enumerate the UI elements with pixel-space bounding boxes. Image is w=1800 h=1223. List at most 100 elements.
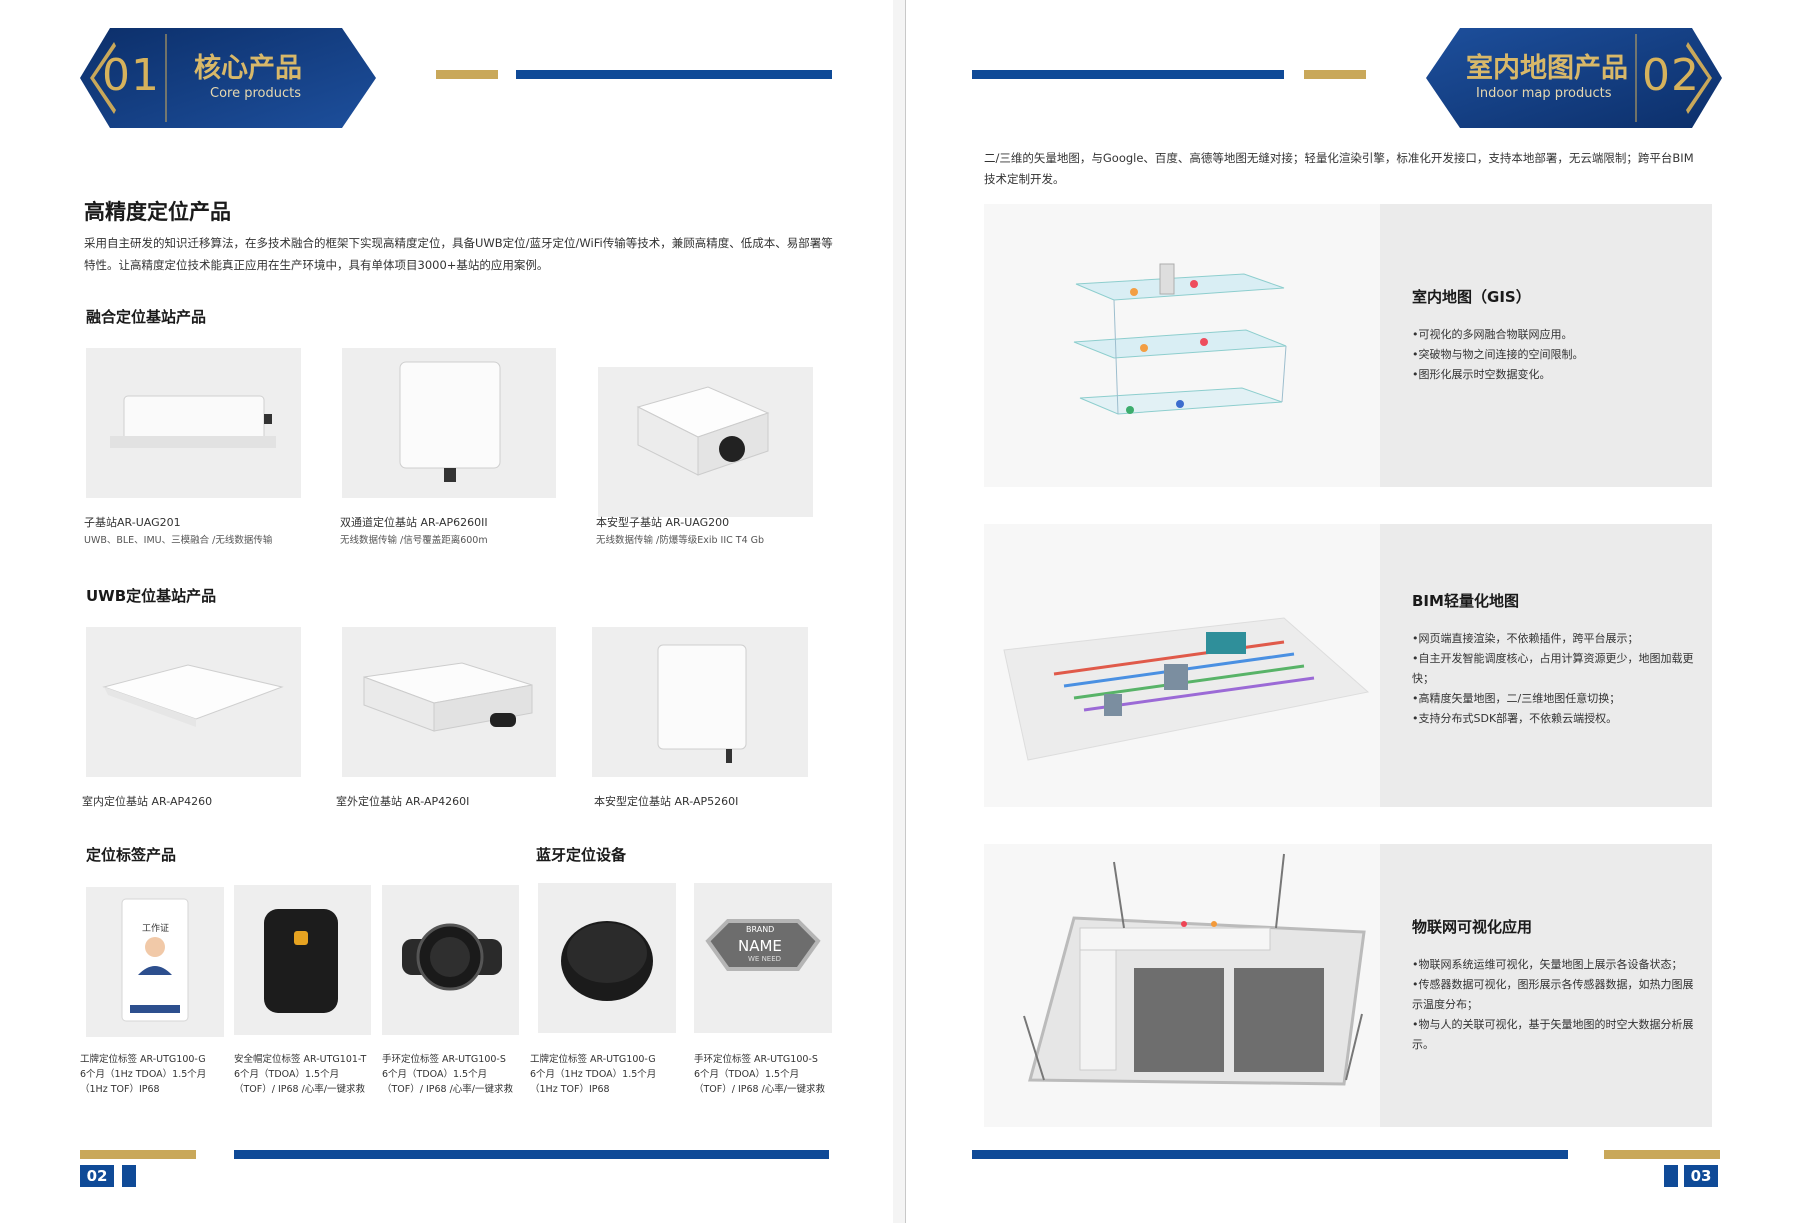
- product-image-ap4260: [86, 627, 301, 777]
- brand-plate-sub: WE NEED: [748, 955, 782, 963]
- badge-card-title: 工作证: [142, 924, 170, 934]
- panel-bullets: •可视化的多网融合物联网应用。 •突破物与物之间连接的空间限制。 •图形化展示时…: [1412, 325, 1702, 385]
- panel-text: 物联网可视化应用 •物联网系统运维可视化，矢量地图上展示各设备状态； •传感器数…: [1412, 916, 1702, 1055]
- panel-bullets: •物联网系统运维可视化，矢量地图上展示各设备状态； •传感器数据可视化，图形展示…: [1412, 955, 1702, 1055]
- blue-bar: [972, 70, 1284, 79]
- product-caption-ap4260i: 室外定位基站 AR-AP4260I: [336, 795, 470, 808]
- brand-plate-text: BRAND: [746, 925, 775, 934]
- gold-bar: [436, 70, 498, 79]
- tag-name: 安全帽定位标签 AR-UTG101-T: [234, 1054, 367, 1065]
- outdoor-station-icon: [363, 662, 533, 732]
- footer-blue-bar: [234, 1150, 829, 1159]
- product-name: 子基站AR-UAG201: [84, 516, 181, 529]
- tag-name: 手环定位标签 AR-UTG100-S: [694, 1054, 818, 1065]
- product-image-ap5260i: [592, 627, 808, 777]
- tag-caption-5: 手环定位标签 AR-UTG100-S 6个月（TDOA）1.5个月（TOF）/ …: [694, 1052, 834, 1097]
- tag-caption-2: 安全帽定位标签 AR-UTG101-T 6个月（TDOA）1.5个月（TOF）/…: [234, 1052, 380, 1097]
- product-name: 本安型子基站 AR-UAG200: [596, 516, 730, 529]
- product-caption-ap4260: 室内定位基站 AR-AP4260: [82, 795, 213, 808]
- footer-gold-bar: [80, 1150, 196, 1159]
- panel-bullets: •网页端直接渲染，不依赖插件，跨平台展示； •自主开发智能调度核心，占用计算资源…: [1412, 629, 1702, 729]
- badge-subtitle: Core products: [210, 86, 301, 101]
- stacked-floors-map-icon: [1073, 263, 1287, 415]
- panel-text: BIM轻量化地图 •网页端直接渲染，不依赖插件，跨平台展示； •自主开发智能调度…: [1412, 590, 1702, 729]
- tag-desc: 6个月（1Hz TDOA）1.5个月（1Hz TOF）IP68: [530, 1069, 657, 1095]
- badge-number: 02: [1642, 50, 1700, 101]
- wristband-icon: [402, 923, 502, 991]
- tag-name: 手环定位标签 AR-UTG100-S: [382, 1054, 506, 1065]
- bullet-item: •物与人的关联可视化，基于矢量地图的时空大数据分析展示。: [1412, 1018, 1694, 1051]
- tag-desc: 6个月（TDOA）1.5个月（TOF）/ IP68 /心率/一键求救: [234, 1069, 366, 1095]
- product-desc: 无线数据传输 /信号覆盖距离600m: [340, 535, 488, 546]
- section-title-tags: 定位标签产品: [86, 846, 177, 864]
- bim-model-icon: [1003, 617, 1370, 761]
- bullet-item: •网页端直接渲染，不依赖插件，跨平台展示；: [1412, 632, 1639, 645]
- panel-title: BIM轻量化地图: [1412, 592, 1519, 610]
- product-desc: UWB、BLE、IMU、三模融合 /无线数据传输: [84, 535, 273, 546]
- product-caption-uag201: 子基站AR-UAG201 UWB、BLE、IMU、三模融合 /无线数据传输: [84, 514, 272, 550]
- page-number-tab: [122, 1165, 136, 1187]
- brand-plate-name: NAME: [738, 937, 782, 955]
- bullet-item: •可视化的多网融合物联网应用。: [1412, 328, 1573, 341]
- indoor-map-image: [984, 204, 1380, 487]
- bullet-item: •高精度矢量地图，二/三维地图任意切换；: [1412, 692, 1621, 705]
- right-page: 室内地图产品 Indoor map products 02 二/三维的矢量地图，…: [905, 0, 1800, 1223]
- page-heading: 高精度定位产品: [84, 200, 231, 224]
- page-number: 02: [80, 1165, 114, 1187]
- hexagon-badge-shape: [1426, 28, 1722, 128]
- bullet-item: •图形化展示时空数据变化。: [1412, 368, 1551, 381]
- intro-paragraph: 采用自主研发的知识迁移算法，在多技术融合的框架下实现高精度定位，具备UWB定位/…: [84, 236, 833, 272]
- tag-image-badge: 工作证: [86, 887, 224, 1037]
- brand-plate-icon: [705, 919, 821, 971]
- iot-scene-image: [984, 844, 1380, 1127]
- section-title-uwb: UWB定位基站产品: [86, 587, 217, 605]
- product-image-uag200: [598, 367, 813, 517]
- tag-desc: 6个月（1Hz TDOA）1.5个月（1Hz TOF）IP68: [80, 1069, 207, 1095]
- iot-site-icon: [1023, 853, 1366, 1086]
- bullet-item: •突破物与物之间连接的空间限制。: [1412, 348, 1584, 361]
- helmet-tag-icon: [264, 909, 338, 1013]
- bim-map-image: [984, 524, 1380, 807]
- tag-caption-1: 工牌定位标签 AR-UTG100-G 6个月（1Hz TDOA）1.5个月（1H…: [80, 1052, 226, 1097]
- bullet-item: •物联网系统运维可视化，矢量地图上展示各设备状态；: [1412, 958, 1683, 971]
- spine-gutter: [893, 0, 905, 1223]
- product-caption-ap6260ii: 双通道定位基站 AR-AP6260II 无线数据传输 /信号覆盖距离600m: [340, 514, 488, 550]
- badge-subtitle: Indoor map products: [1476, 86, 1612, 101]
- tag-caption-3: 手环定位标签 AR-UTG100-S 6个月（TDOA）1.5个月（TOF）/ …: [382, 1052, 522, 1097]
- blue-bar: [516, 70, 832, 79]
- product-image-ap4260i: [342, 627, 556, 777]
- base-station-icon: [110, 395, 276, 448]
- product-image-ap6260ii: [342, 348, 556, 498]
- intrinsic-station-icon: [657, 644, 747, 763]
- tag-image-helmet: [234, 885, 371, 1035]
- panel-indoor-map: 室内地图（GIS） •可视化的多网融合物联网应用。 •突破物与物之间连接的空间限…: [984, 204, 1712, 487]
- panel-title: 物联网可视化应用: [1412, 918, 1533, 936]
- badge-title: 室内地图产品: [1466, 53, 1628, 84]
- id-badge-icon: [121, 898, 189, 1022]
- section-badge-01: 01 核心产品 Core products: [80, 28, 376, 128]
- product-image-uag201: [86, 348, 301, 498]
- beacon-icon: [561, 921, 653, 1001]
- bullet-item: •自主开发智能调度核心，占用计算资源更少，地图加载更快；: [1412, 652, 1694, 685]
- badge-number: 01: [102, 50, 160, 101]
- section-badge-02: 室内地图产品 Indoor map products 02: [1426, 28, 1722, 128]
- panel-text: 室内地图（GIS） •可视化的多网融合物联网应用。 •突破物与物之间连接的空间限…: [1412, 286, 1702, 385]
- tag-desc: 6个月（TDOA）1.5个月（TOF）/ IP68 /心率/一键求救: [382, 1069, 514, 1095]
- tag-caption-4: 工牌定位标签 AR-UTG100-G 6个月（1Hz TDOA）1.5个月（1H…: [530, 1052, 676, 1097]
- panel-bim-map: BIM轻量化地图 •网页端直接渲染，不依赖插件，跨平台展示； •自主开发智能调度…: [984, 524, 1712, 807]
- hexagon-badge-shape: [80, 28, 376, 128]
- tag-image-beacon: [538, 883, 676, 1033]
- panel-iot-visual: 物联网可视化应用 •物联网系统运维可视化，矢量地图上展示各设备状态； •传感器数…: [984, 844, 1712, 1127]
- tag-name: 工牌定位标签 AR-UTG100-G: [80, 1054, 206, 1065]
- tag-image-brand: BRAND NAME WE NEED: [694, 883, 832, 1033]
- section-title-fusion: 融合定位基站产品: [86, 308, 207, 326]
- tag-name: 工牌定位标签 AR-UTG100-G: [530, 1054, 656, 1065]
- ceiling-station-icon: [102, 664, 284, 727]
- intro-paragraph: 二/三维的矢量地图，与Google、百度、高德等地图无缝对接；轻量化渲染引擎，标…: [984, 151, 1694, 186]
- badge-title: 核心产品: [194, 53, 302, 84]
- section-title-bluetooth: 蓝牙定位设备: [536, 846, 627, 864]
- gold-bar: [1304, 70, 1366, 79]
- page-number-tab: [1664, 1165, 1678, 1187]
- product-desc: 无线数据传输 /防爆等级Exib IIC T4 Gb: [596, 535, 765, 546]
- footer-gold-bar: [1604, 1150, 1720, 1159]
